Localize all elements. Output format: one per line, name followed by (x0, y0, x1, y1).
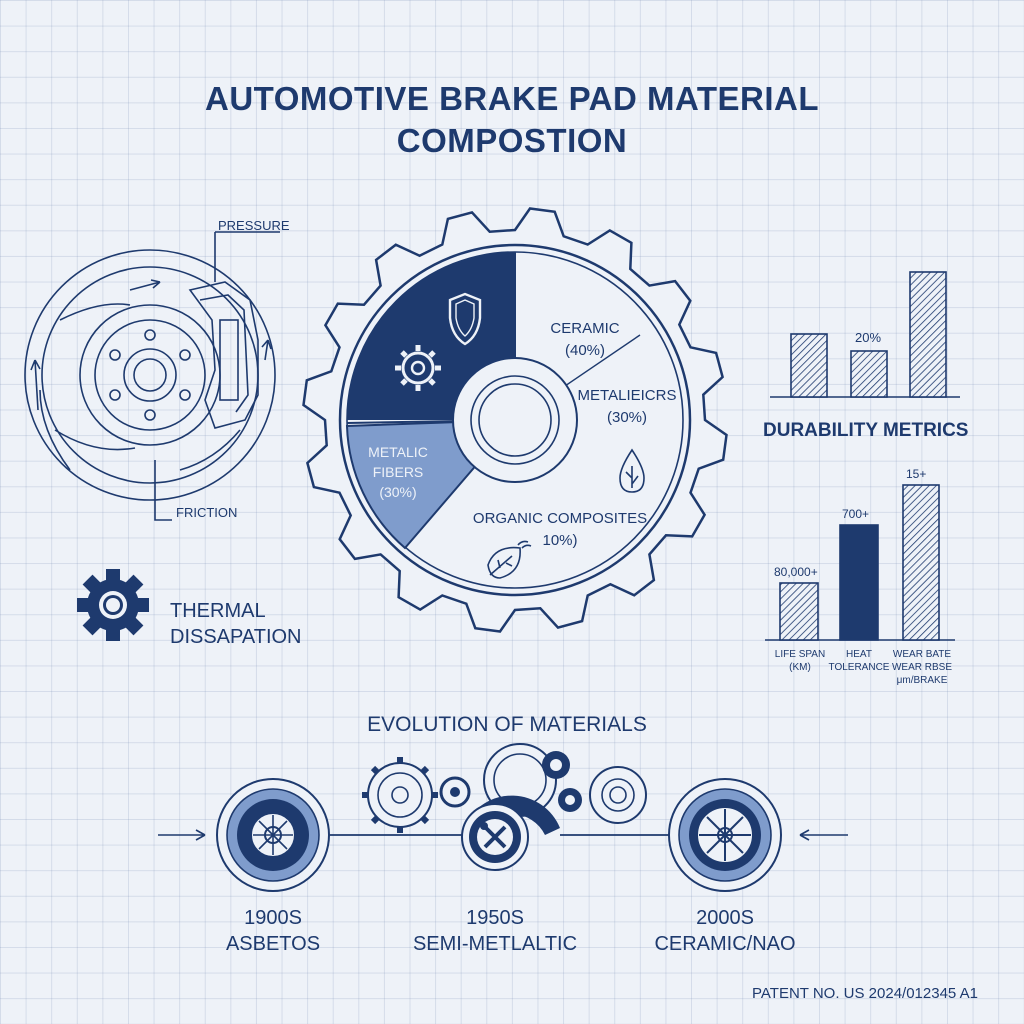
era-2000s-name: CERAMIC/NAO (654, 933, 796, 955)
cat-heat-2: TOLERANCE (828, 662, 890, 673)
pressure-label: PRESSURE (218, 218, 290, 233)
evolution-title: EVOLUTION OF MATERIALS (367, 713, 647, 736)
cat-wear: WEAR BATE WEAR RBSE μm/BRAKE (886, 648, 958, 687)
patent-number: PATENT NO. US 2024/012345 A1 (752, 985, 978, 1002)
gear-icon (395, 345, 441, 391)
thermal-gear-icon (77, 569, 149, 641)
top-bar-3 (909, 271, 947, 398)
cat-wear-1: WEAR BATE (892, 649, 952, 660)
metallic-right-pct: (30%) (606, 409, 647, 426)
metallic-left-line-2: FIBERS (372, 464, 424, 480)
shield-icon (448, 292, 482, 346)
cat-lifespan: LIFE SPAN (KM) (765, 648, 835, 674)
cat-wear-2: WEAR RBSE (891, 662, 952, 673)
composition-gear (302, 207, 728, 633)
organic-label: ORGANIC COMPOSITES 10%) (470, 508, 650, 552)
ceramic-pct: (40%) (564, 342, 605, 359)
wrench-gear-icon (461, 803, 529, 871)
drop-leaf-icon (619, 448, 645, 493)
title-line-2: COMPOSTION (396, 122, 628, 159)
era-1900s-name: ASBETOS (225, 933, 321, 955)
cat-heat: HEAT TOLERANCE (824, 648, 894, 674)
thermal-label: THERMAL DISSAPATION (170, 598, 302, 650)
era-1900s: 1900s ASBETOS (193, 905, 353, 957)
page-title: AUTOMOTIVE BRAKE PAD MATERIAL COMPOSTION (0, 78, 1024, 162)
top-bar-1 (790, 333, 828, 398)
cat-wear-3: μm/BRAKE (896, 675, 948, 686)
friction-label: FRICTION (176, 505, 238, 520)
cat-lifespan-1: LIFE SPAN (774, 649, 826, 660)
wheel-icon-2000s (668, 778, 782, 892)
era-1950s: 1950s SEMI-METLALTIC (405, 905, 585, 957)
cat-heat-1: HEAT (846, 649, 872, 660)
metallic-right-name: METALIEICRS (577, 387, 677, 404)
metallic-left-pct: (30%) (379, 484, 417, 500)
bar-label-lifespan: 80,000+ (774, 565, 818, 579)
bottom-bar-lifespan (779, 582, 819, 641)
top-chart-label: 20% (855, 330, 882, 345)
organic-pct: 10%) (542, 532, 578, 549)
bottom-bar-wear (902, 484, 940, 641)
durability-title: DURABILITY METRICS (763, 420, 969, 441)
era-2000s: 2000s CERAMIC/NAO (640, 905, 810, 957)
metallic-left-label: METALIC FIBERS (30%) (358, 442, 438, 502)
gears-cluster-1950s (362, 743, 647, 871)
ceramic-name: CERAMIC (550, 320, 620, 337)
era-1900s-year: 1900s (244, 907, 302, 929)
leaf-icon (487, 546, 521, 579)
metallic-left-line-1: METALIC (368, 444, 428, 460)
organic-name: ORGANIC COMPOSITES (472, 510, 648, 527)
era-1950s-year: 1950s (466, 907, 524, 929)
evolution-timeline (158, 743, 848, 892)
era-2000s-year: 2000s (696, 907, 754, 929)
bar-label-heat: 700+ (842, 507, 870, 521)
thermal-line-2: DISSAPATION (170, 626, 302, 648)
top-bar-2 (850, 350, 888, 398)
cat-lifespan-2: (KM) (789, 662, 811, 673)
thermal-line-1: THERMAL (170, 600, 266, 622)
metallic-right-label: METALIEICRS (30%) (572, 385, 682, 429)
ceramic-label: CERAMIC (40%) (540, 318, 630, 362)
wheel-icon-1900s (216, 778, 330, 892)
brake-disc-illustration (24, 231, 280, 521)
bottom-bar-heat (839, 524, 879, 641)
durability-top-chart (770, 271, 960, 398)
durability-bottom-chart (765, 484, 955, 641)
bar-label-wear: 15+ (906, 467, 927, 481)
era-1950s-name: SEMI-METLALTIC (412, 933, 578, 955)
title-line-1: AUTOMOTIVE BRAKE PAD MATERIAL (205, 80, 819, 117)
